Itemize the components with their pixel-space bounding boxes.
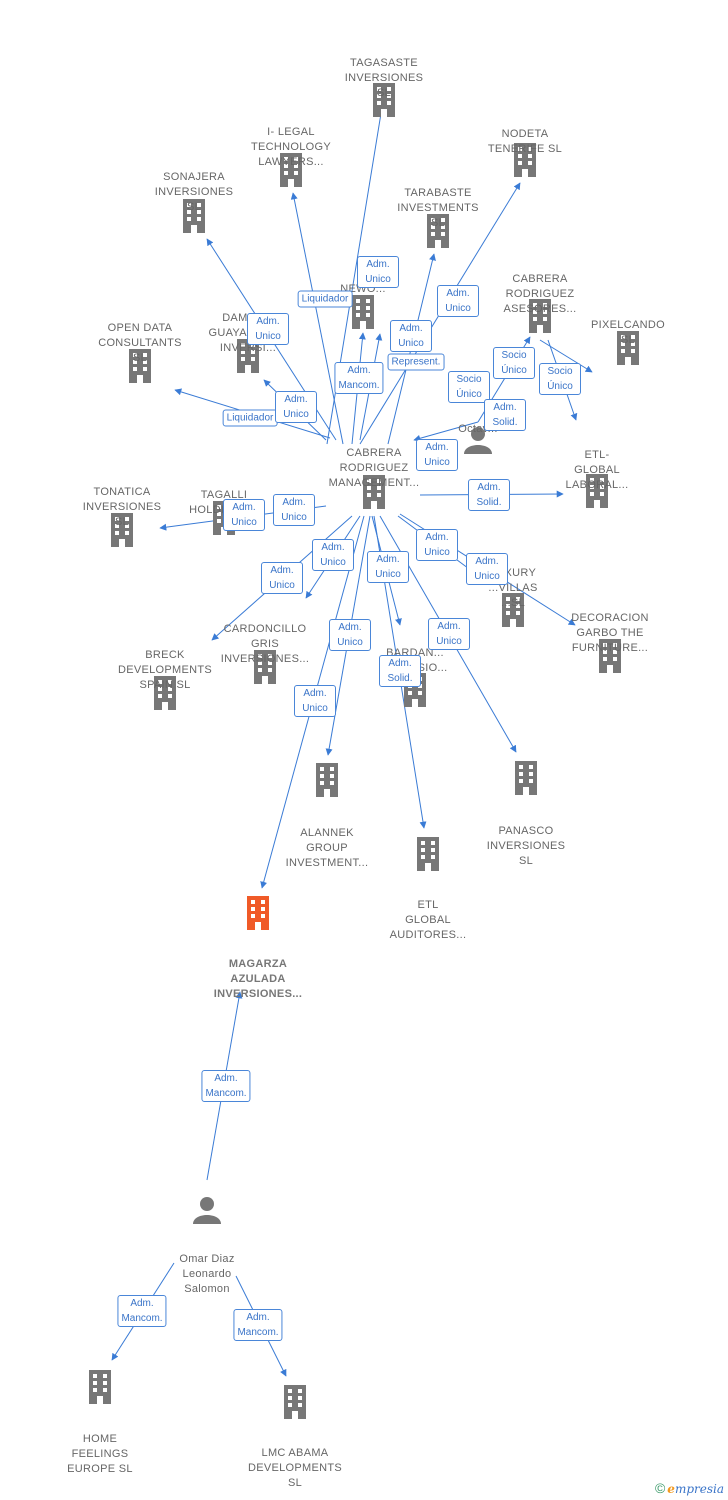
relation-badge: Liquidador xyxy=(297,290,353,308)
edge-7 xyxy=(413,421,479,442)
node-label-home[interactable]: HOME FEELINGS EUROPE SL xyxy=(67,1433,133,1475)
node-label-octavio[interactable]: Octav... xyxy=(458,423,498,435)
relation-badge: Adm. Unico xyxy=(428,618,470,650)
edge-1 xyxy=(290,192,344,445)
relation-badge: Adm. Solid. xyxy=(484,399,526,431)
edge-9 xyxy=(539,339,593,373)
relation-badge: Represent. xyxy=(387,353,445,371)
building-icon[interactable] xyxy=(316,763,338,797)
copyright-icon: © xyxy=(654,1480,666,1496)
node-label-tarabaste[interactable]: TARABASTE INVESTMENTS SL xyxy=(397,187,479,229)
brand-footer[interactable]: ©empresia xyxy=(655,1480,724,1496)
relation-badge: Adm. Solid. xyxy=(468,479,510,511)
node-label-magarza[interactable]: MAGARZA AZULADA INVERSIONES... xyxy=(213,958,303,1000)
node-label-lmc[interactable]: LMC ABAMA DEVELOPMENTS SL xyxy=(247,1447,343,1489)
relation-badge: Adm. Unico xyxy=(294,685,336,717)
node-label-alannek[interactable]: ALANNEK GROUP INVESTMENT... xyxy=(285,827,369,869)
node-label-cardoncillo[interactable]: CARDONCILLO GRIS INVERSIONES... xyxy=(220,623,310,665)
relation-badge: Socio Único xyxy=(448,371,490,403)
node-label-etl_laboral[interactable]: ETL- GLOBAL LABORAL... xyxy=(565,449,629,491)
building-icon[interactable] xyxy=(89,1370,111,1404)
node-label-breck[interactable]: BRECK DEVELOPMENTS SPAIN SL xyxy=(117,649,213,691)
relation-badge: Liquidador xyxy=(222,409,278,427)
node-label-tagasaste[interactable]: TAGASASTE INVERSIONES SL xyxy=(344,57,424,99)
node-label-cabrera_mgmt[interactable]: CABRERA RODRIGUEZ MANAGEMENT... xyxy=(328,447,420,489)
building-icon[interactable] xyxy=(247,896,269,930)
relation-badge: Adm. Unico xyxy=(466,553,508,585)
relation-badge: Adm. Unico xyxy=(312,539,354,571)
relation-badge: Adm. Mancom. xyxy=(334,362,384,394)
relation-badge: Adm. Unico xyxy=(437,285,479,317)
node-label-sonajera[interactable]: SONAJERA INVERSIONES SL xyxy=(154,171,234,213)
node-label-etl_auditores[interactable]: ETL GLOBAL AUDITORES... xyxy=(389,899,467,941)
node-label-ilegal[interactable]: I- LEGAL TECHNOLOGY LAWYERS... xyxy=(250,126,331,168)
relation-badge: Adm. Mancom. xyxy=(233,1309,283,1341)
node-label-nodeta[interactable]: NODETA TENERIFE SL xyxy=(487,128,563,155)
relation-badge: Adm. Unico xyxy=(416,439,458,471)
relation-badge: Adm. Unico xyxy=(273,494,315,526)
building-icon[interactable] xyxy=(515,761,537,795)
empresia-logo: empresia xyxy=(667,1482,724,1496)
relation-badge: Adm. Solid. xyxy=(379,655,421,687)
node-label-tonatica[interactable]: TONATICA INVERSIONES SL xyxy=(82,486,162,528)
relation-badge: Adm. Unico xyxy=(223,499,265,531)
node-label-opendata[interactable]: OPEN DATA CONSULTANTS SL xyxy=(98,322,182,364)
relation-badge: Adm. Mancom. xyxy=(201,1070,251,1102)
relation-badge: Adm. Unico xyxy=(247,313,289,345)
node-label-pixelcando[interactable]: PIXELCANDO SL xyxy=(591,319,665,346)
node-label-omar[interactable]: Omar Diaz Leonardo Salomon xyxy=(179,1253,235,1295)
building-icon[interactable] xyxy=(417,837,439,871)
relation-badge: Adm. Mancom. xyxy=(117,1295,167,1327)
building-icon[interactable] xyxy=(284,1385,306,1419)
node-label-luxury[interactable]: LUXURY ...VILLAS ...SL xyxy=(488,567,538,609)
node-label-panasco[interactable]: PANASCO INVERSIONES SL xyxy=(486,825,566,867)
node-label-cabrera_asesores[interactable]: CABRERA RODRIGUEZ ASESORES... xyxy=(503,273,577,315)
relation-badge: Socio Único xyxy=(539,363,581,395)
building-icon[interactable] xyxy=(352,295,374,329)
relation-badge: Adm. Unico xyxy=(261,562,303,594)
relation-badge: Adm. Unico xyxy=(367,551,409,583)
relation-badge: Adm. Unico xyxy=(329,619,371,651)
node-label-decoracion[interactable]: DECORACION GARBO THE FURNITURE... xyxy=(571,612,649,654)
relation-badge: Adm. Unico xyxy=(357,256,399,288)
relation-badge: Socio Único xyxy=(493,347,535,379)
relation-badge: Adm. Unico xyxy=(275,391,317,423)
person-icon[interactable] xyxy=(193,1197,221,1224)
relation-badge: Adm. Unico xyxy=(416,529,458,561)
relation-badge: Adm. Unico xyxy=(390,320,432,352)
